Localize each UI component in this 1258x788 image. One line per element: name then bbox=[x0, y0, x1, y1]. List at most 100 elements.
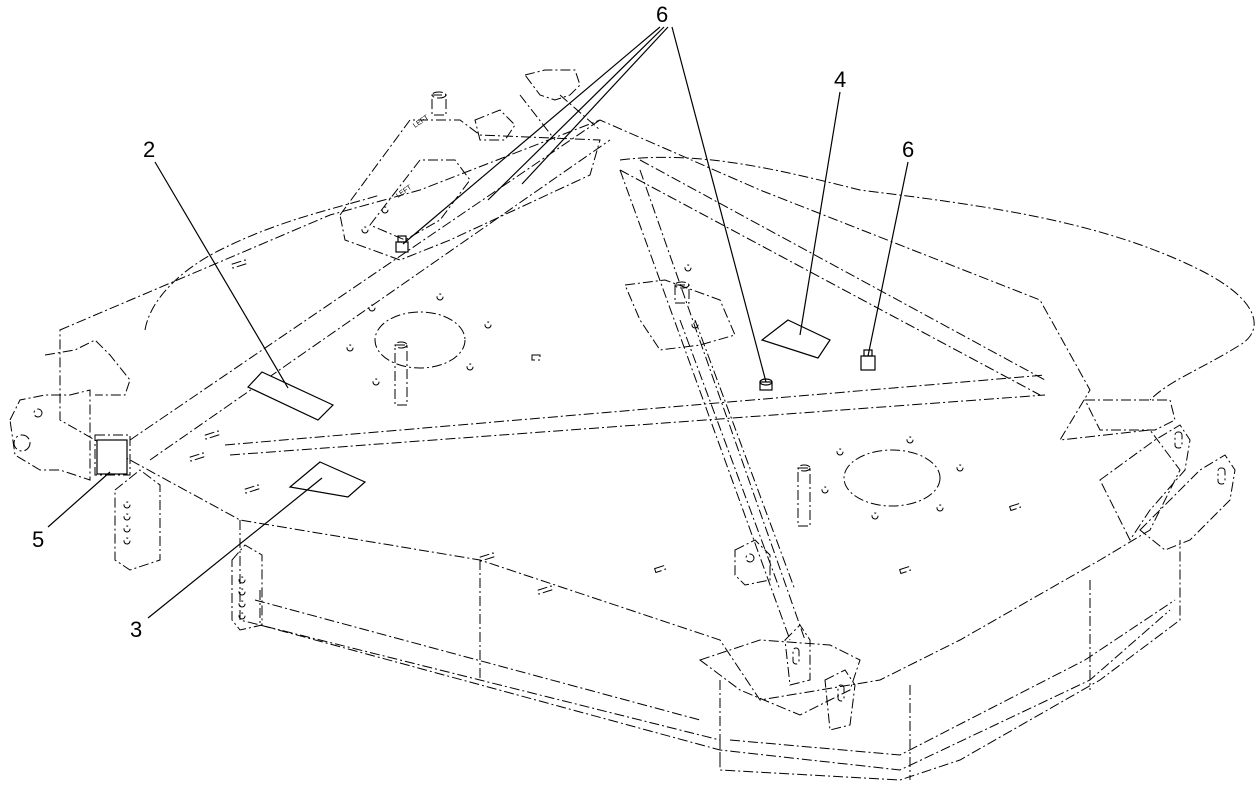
decal-3 bbox=[288, 461, 367, 498]
left-spindle-opening bbox=[374, 311, 466, 369]
left-side-bracket bbox=[114, 469, 161, 571]
long-rail-left bbox=[224, 374, 1046, 446]
grease-fittings bbox=[395, 235, 876, 391]
leader-6-right bbox=[867, 161, 909, 357]
bracket-hole bbox=[123, 501, 131, 509]
center-bracket-stud-top bbox=[674, 281, 690, 289]
hole bbox=[346, 344, 354, 352]
hinge-hole bbox=[361, 226, 369, 234]
callout-6-top: 6 bbox=[656, 2, 668, 27]
left-spindle-area bbox=[346, 293, 492, 406]
hinge-stud-top bbox=[431, 91, 447, 99]
leader-6-a bbox=[402, 26, 661, 245]
diagonal-rail-2 bbox=[149, 139, 611, 461]
left-hitch bbox=[9, 339, 263, 631]
right-spindle-area bbox=[797, 436, 964, 527]
front-bracket-ear-2 bbox=[824, 669, 856, 731]
left-pin-top bbox=[394, 341, 408, 349]
top-clevis bbox=[524, 69, 581, 101]
right-cover-outline bbox=[619, 156, 1255, 401]
leader-lines bbox=[47, 26, 909, 619]
center-front-ear bbox=[734, 539, 771, 586]
center-rail bbox=[619, 169, 791, 641]
bracket-hole bbox=[123, 537, 131, 545]
hole bbox=[871, 512, 879, 520]
hole bbox=[368, 304, 376, 312]
front-bracket-slot bbox=[792, 647, 800, 665]
front-left-bracket bbox=[231, 544, 263, 631]
hole bbox=[484, 321, 492, 329]
bracket-hole bbox=[238, 600, 246, 608]
deck-top-outline bbox=[59, 119, 1181, 701]
part-marking-left-2: LEFT bbox=[395, 184, 414, 200]
left-decal-window bbox=[94, 434, 131, 476]
right-hitch bbox=[1084, 399, 1236, 551]
hole bbox=[436, 293, 444, 301]
leader-3 bbox=[147, 477, 323, 619]
hole bbox=[906, 436, 914, 444]
grease-fitting-top bbox=[395, 235, 409, 253]
center-bracket-stud bbox=[674, 284, 690, 304]
slot bbox=[653, 564, 667, 574]
front-rail bbox=[679, 319, 781, 591]
slot bbox=[189, 452, 205, 462]
bracket-hole bbox=[238, 576, 246, 584]
leader-6-c bbox=[521, 26, 669, 185]
decal-5 bbox=[96, 439, 128, 475]
slot bbox=[244, 484, 260, 494]
slot bbox=[204, 430, 220, 440]
ear-hole bbox=[745, 553, 755, 563]
hole bbox=[372, 378, 380, 386]
top-clevis-tab bbox=[474, 109, 516, 141]
slot bbox=[479, 552, 495, 562]
leader-5 bbox=[47, 471, 111, 528]
left-pin bbox=[394, 344, 408, 406]
slot bbox=[231, 259, 247, 269]
right-hitch-slot bbox=[1217, 467, 1226, 485]
frame-rails bbox=[129, 119, 1046, 641]
hole bbox=[836, 448, 844, 456]
right-hitch-arm-2 bbox=[1139, 454, 1236, 551]
right-spindle-opening bbox=[843, 449, 941, 507]
callout-5: 5 bbox=[32, 527, 44, 552]
front-center-bracket bbox=[698, 539, 861, 731]
part-marking-left-1: LEFT bbox=[412, 114, 431, 130]
grease-fitting-right bbox=[860, 349, 876, 371]
hinge-plate bbox=[339, 119, 601, 261]
hole bbox=[956, 464, 964, 472]
front-rail-2 bbox=[694, 319, 796, 591]
slot bbox=[898, 565, 912, 575]
callout-4: 4 bbox=[834, 67, 846, 92]
bracket-hole bbox=[238, 612, 246, 620]
center-bracket bbox=[624, 264, 736, 351]
front-bracket-slot bbox=[837, 684, 845, 702]
front-skirt-lower bbox=[254, 599, 1176, 756]
hitch-hole bbox=[13, 434, 31, 452]
center-rail-2 bbox=[639, 169, 806, 641]
top-clevis-arm bbox=[519, 94, 601, 141]
right-hitch-slot bbox=[1174, 431, 1183, 449]
slot bbox=[1008, 502, 1022, 512]
hinge-stud bbox=[431, 94, 447, 116]
leader-6-b bbox=[487, 26, 665, 201]
slot bbox=[531, 354, 541, 361]
front-skirt bbox=[239, 520, 1181, 781]
slot bbox=[537, 585, 553, 595]
front-skirt-inner bbox=[259, 590, 1171, 771]
bracket-hole bbox=[123, 525, 131, 533]
left-hitch-arm bbox=[44, 339, 131, 396]
center-bracket-plate bbox=[624, 279, 736, 351]
left-cover-outline bbox=[144, 194, 381, 331]
decal-4 bbox=[760, 319, 831, 359]
long-rail-left-2 bbox=[229, 394, 1046, 456]
leader-2 bbox=[154, 161, 289, 389]
hitch-hole bbox=[33, 408, 43, 418]
right-rear-plate bbox=[1084, 399, 1176, 431]
right-pin bbox=[797, 467, 811, 527]
callout-6-right: 6 bbox=[902, 137, 914, 162]
top-hinge-bracket: LEFT LEFT bbox=[339, 69, 601, 261]
right-rail-2 bbox=[619, 169, 1041, 396]
deck-body bbox=[59, 119, 1255, 781]
callout-3: 3 bbox=[130, 617, 142, 642]
